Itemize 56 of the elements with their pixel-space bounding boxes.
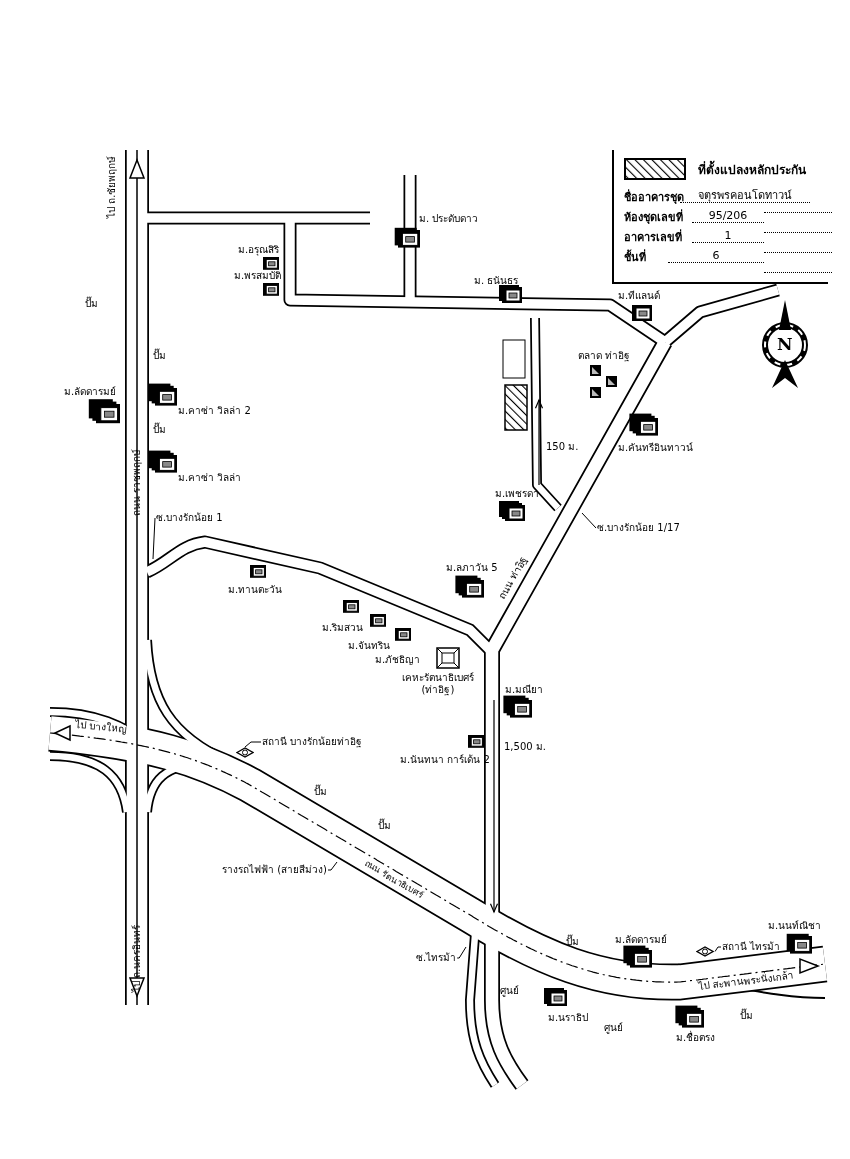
station-icon — [696, 946, 714, 957]
place-label: ปั๊ม — [153, 424, 166, 436]
leader-line — [327, 861, 338, 871]
place-label: ศูนย์ — [500, 985, 519, 997]
road-label: ไป ถ.ชัยพฤกษ์ — [106, 155, 118, 218]
place-label: ปั๊ม — [153, 350, 166, 362]
road-label: ไป สะพานพระนั่งเกล้า — [698, 969, 794, 993]
form-value: 95/206 — [692, 210, 764, 223]
place-label: ศูนย์ — [604, 1022, 623, 1034]
place-label: ม.ลภาวัน 5 — [446, 562, 498, 574]
place-label: ม.ลัดดารมย์ — [64, 386, 117, 398]
place-label: ปั๊ม — [378, 820, 391, 832]
place-label: ม.คาซ่า วิลล่า 2 — [178, 405, 251, 417]
place-label: ม.ทานตะวัน — [228, 584, 283, 596]
leader-line — [244, 741, 262, 748]
form-value: 1 — [692, 230, 764, 243]
street-label: ซ.ไทรม้า — [416, 952, 457, 964]
station-label: สถานี บางรักน้อยท่าอิฐ — [262, 736, 363, 748]
leader-line — [152, 517, 156, 560]
station-icon — [236, 747, 254, 758]
place-label: ปั๊ม — [740, 1010, 753, 1022]
place-label: ม.เพชรดา — [495, 488, 540, 500]
road-label: ถนน ราชพฤกษ์ — [131, 448, 143, 516]
road-label: ไป บางใหญ่ — [74, 719, 128, 736]
place-label: เคหะรัตนาธิเบศร์ (ท่าอิฐ) — [401, 672, 475, 696]
place-label: ม. ธนันธร — [474, 275, 519, 287]
leader-line — [456, 946, 467, 959]
place-label: ตลาด ท่าอิฐ — [578, 350, 631, 362]
place-label: ม.จันทริน — [348, 640, 391, 652]
place-label: ม.คันทรีอินทาวน์ — [618, 442, 694, 454]
place-label: ม.ทีแลนด์ — [618, 290, 661, 302]
place-label: ม.ชื่อตรง — [676, 1032, 716, 1044]
distance-label: 150 ม. — [546, 441, 579, 453]
place-label: ปั๊ม — [314, 786, 327, 798]
place-label: ม.นนท์ณิชา — [768, 920, 822, 932]
place-label: ม.มณียา — [505, 684, 544, 696]
distance-label: 1,500 ม. — [504, 741, 546, 753]
place-label: ปั๊ม — [566, 936, 579, 948]
rail-label: รางรถไฟฟ้า (สายสีม่วง) — [222, 864, 327, 876]
station-label: สถานี ไทรม้า — [722, 941, 781, 953]
street-label: ซ.บางรักน้อย 1 — [156, 512, 223, 524]
place-label: ม.ริมสวน — [322, 622, 364, 634]
leader-line — [581, 512, 597, 529]
place-label: ม. ประดับดาว — [419, 213, 479, 225]
place-label: ปั๊ม — [85, 298, 98, 310]
street-label: ซ.บางรักน้อย 1/17 — [597, 522, 680, 534]
form-value: 6 — [668, 250, 764, 263]
leader-line — [714, 946, 722, 952]
place-label: ม.คาซ่า วิลล่า — [178, 472, 242, 484]
place-label: ม.ภัชธิญา — [375, 654, 421, 666]
road-label: ไป ถ.นครอินทร์ — [131, 924, 143, 992]
place-label: ม.อรุณสิริ — [238, 244, 280, 256]
place-label: ม.ลัดดารมย์ — [615, 934, 668, 946]
place-label: ม.พรสมบัติ — [234, 270, 282, 282]
compass-letter: N — [777, 335, 793, 354]
place-label: ม.นราธิป — [548, 1012, 589, 1024]
